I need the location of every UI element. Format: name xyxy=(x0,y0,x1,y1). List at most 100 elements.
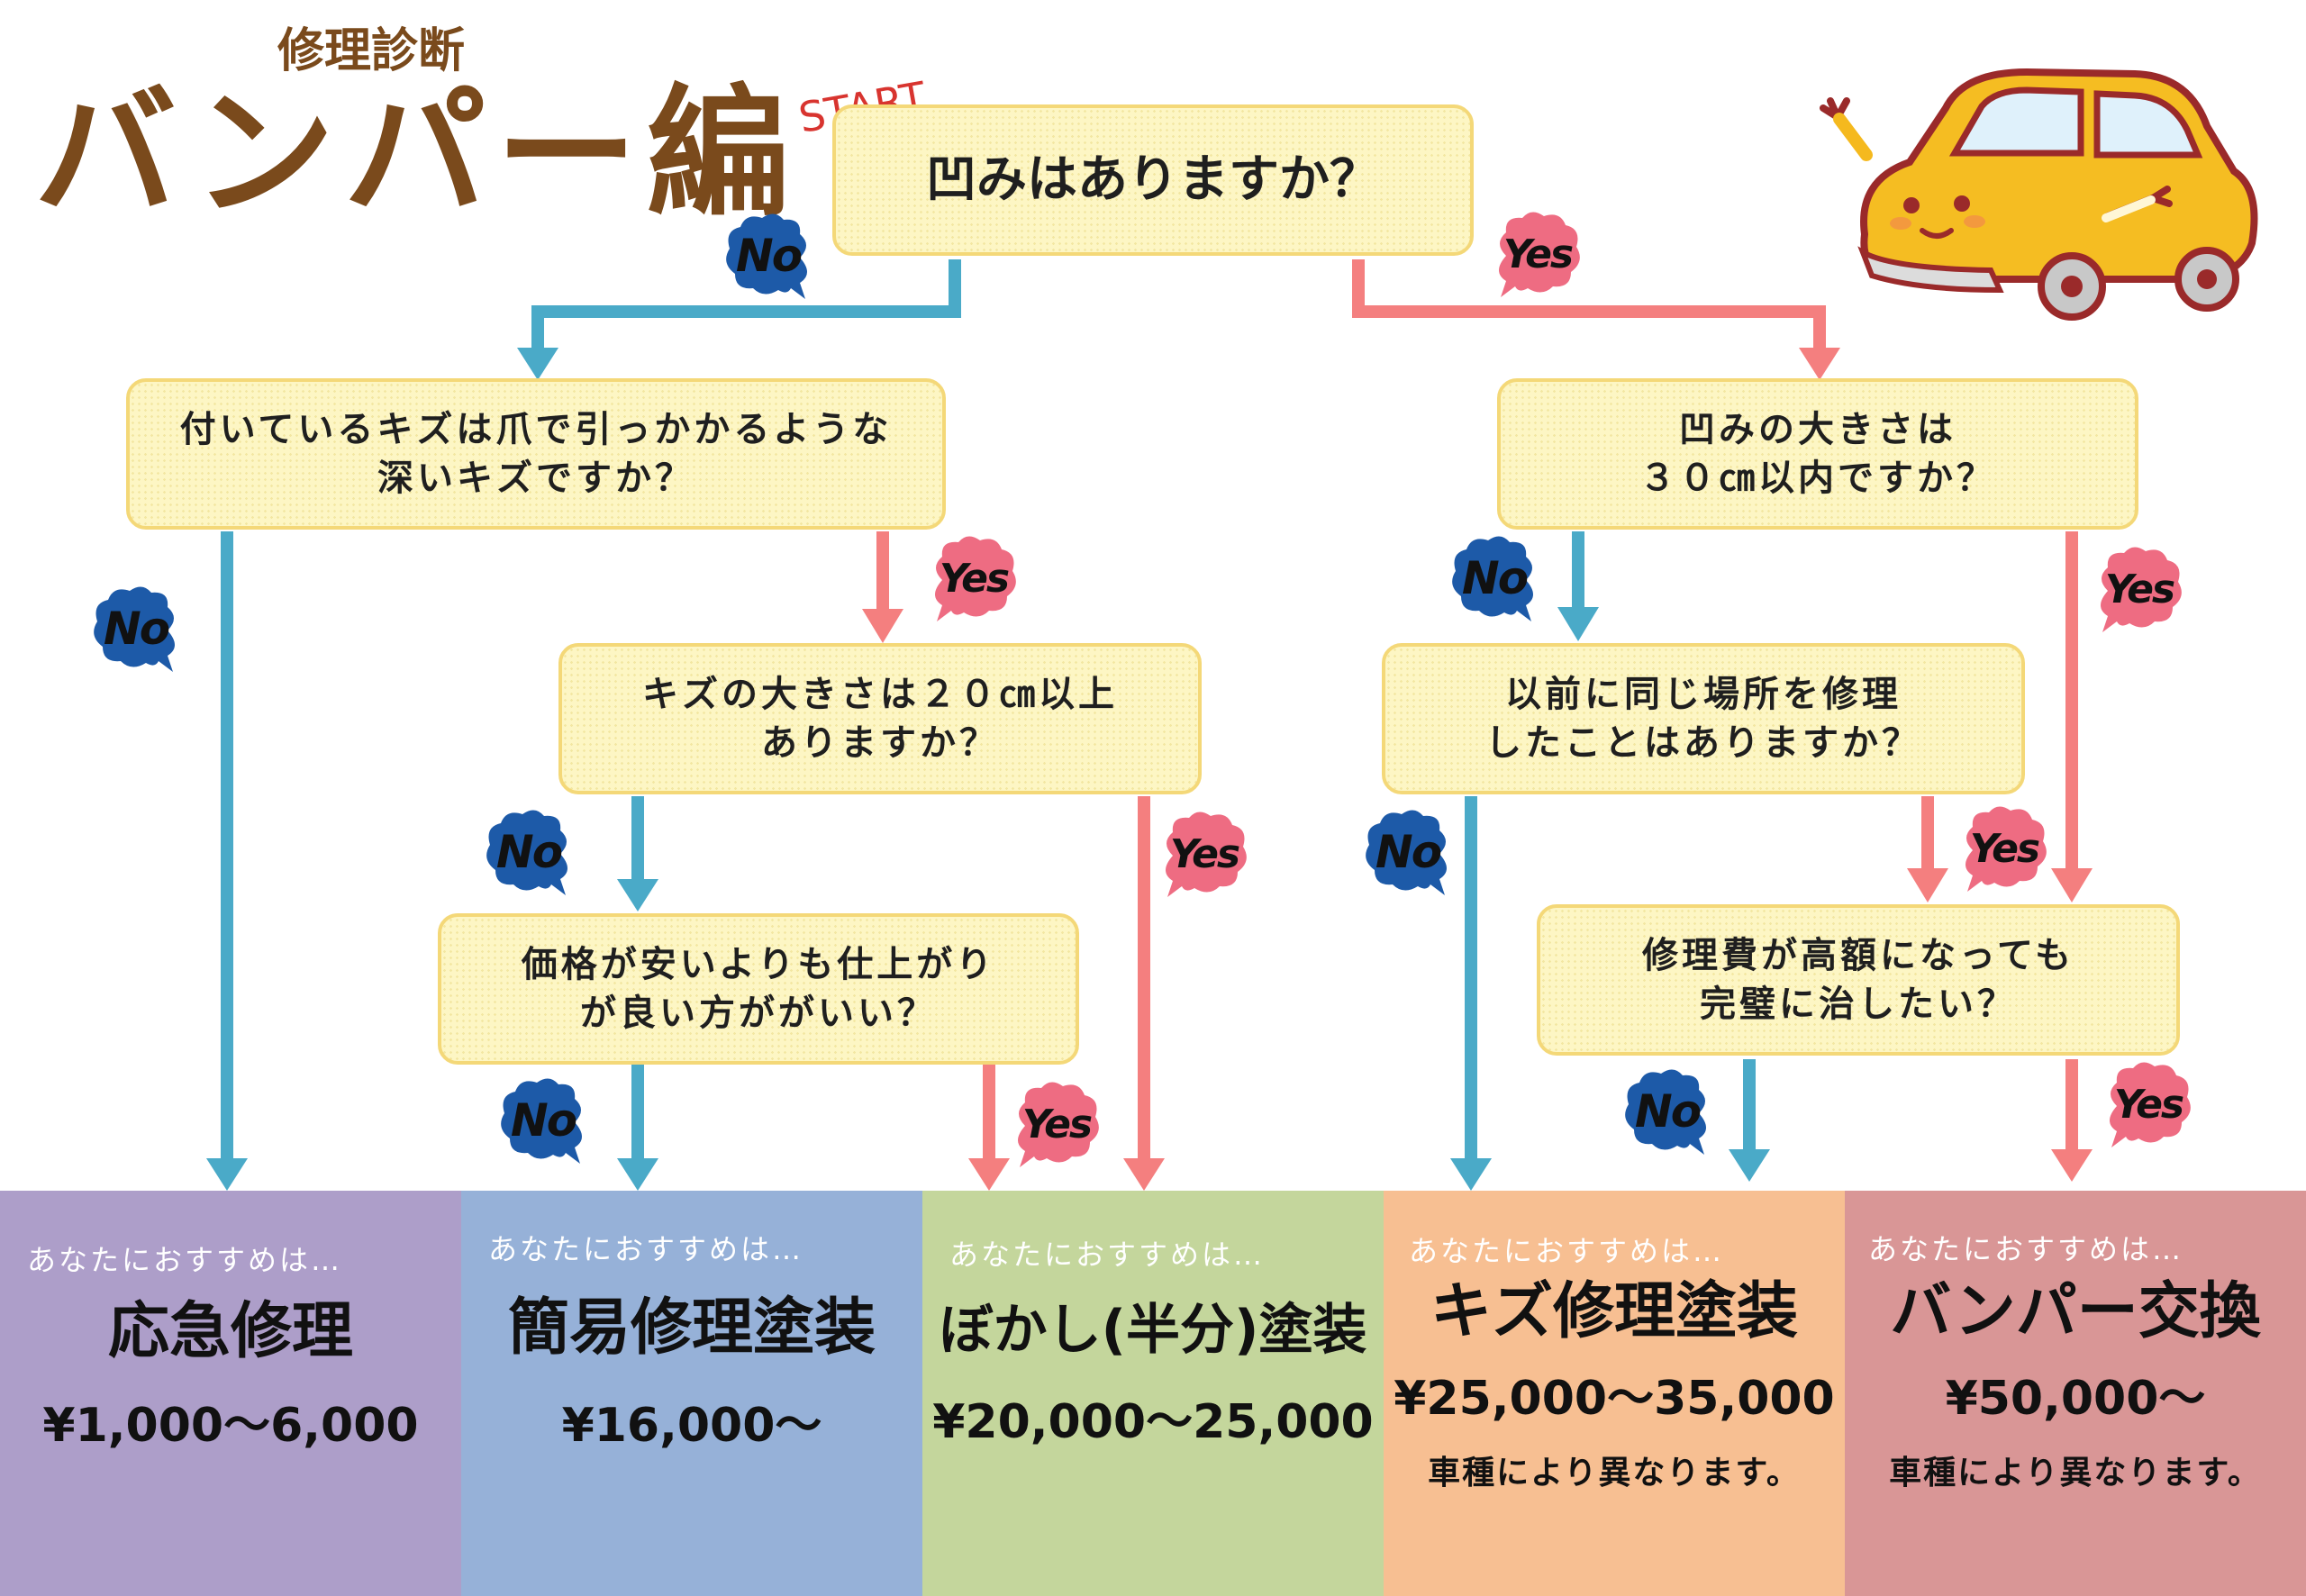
arrowhead-q2-no xyxy=(206,1158,248,1191)
arrowhead-q6-yes xyxy=(968,1158,1010,1191)
result-price: ¥50,000〜 xyxy=(1945,1372,2206,1426)
speech-cloud-icon xyxy=(935,536,1016,621)
question-perfect-repair: 修理費が高額になっても 完璧に治したい？ xyxy=(1537,904,2180,1056)
arrowhead-q4-no xyxy=(617,879,658,911)
question-deep-scratch: 付いているキズは爪で引っかかるような 深いキズですか？ xyxy=(126,378,946,530)
result-service-name: キズ修理塗装 xyxy=(1430,1276,1798,1347)
question-text-line1: 修理費が高額になっても xyxy=(1642,935,2074,976)
answer-label: Yes xyxy=(1969,825,2040,872)
result-note: 車種により異なります。 xyxy=(1889,1455,2262,1492)
question-text-line1: 価格が安いよりも仕上がり xyxy=(521,944,996,985)
question-text-line2: 完璧に治したい？ xyxy=(1700,984,2017,1025)
speech-cloud-icon xyxy=(1366,810,1447,895)
arrow-q1-yes xyxy=(1352,259,1826,353)
result-note: 車種により異なります。 xyxy=(1428,1455,1801,1492)
speech-cloud-icon xyxy=(1018,1082,1099,1167)
speech-cloud-icon xyxy=(94,586,175,672)
arrowhead-q6-no xyxy=(617,1158,658,1191)
result-recommend-label: あなたにおすすめは… xyxy=(1868,1232,2184,1266)
answer-badge-q4-yes: Yes xyxy=(1155,809,1254,899)
arrow-q1-no xyxy=(531,259,961,353)
answer-badge-q2-no: No xyxy=(86,584,186,674)
answer-label: No xyxy=(103,603,170,655)
answer-badge-q5-yes: Yes xyxy=(1955,803,2054,893)
arrowhead-q5-no xyxy=(1450,1158,1492,1191)
result-service-name: ぼかし(半分)塗装 xyxy=(939,1299,1367,1362)
arrowhead-q2-yes xyxy=(862,609,903,643)
speech-cloud-icon xyxy=(2110,1062,2191,1147)
answer-badge-q7-no: No xyxy=(1618,1066,1717,1156)
answer-label: No xyxy=(510,1094,577,1147)
result-price: ¥1,000〜6,000 xyxy=(42,1399,419,1453)
answer-badge-q1-no: No xyxy=(719,211,818,301)
question-has-dent: 凹みはありますか？ xyxy=(832,104,1474,256)
question-text-line1: 以前に同じ場所を修理 xyxy=(1505,674,1902,715)
question-text-line2: したことはありますか？ xyxy=(1485,722,1921,764)
diagnosis-subtitle: 修理診断 xyxy=(277,24,466,78)
answer-badge-q7-yes: Yes xyxy=(2099,1059,2198,1149)
speech-cloud-icon xyxy=(486,810,567,895)
result-price: ¥16,000〜 xyxy=(561,1399,822,1453)
answer-label: Yes xyxy=(2113,1081,2184,1128)
arrowhead-q7-no xyxy=(1729,1149,1770,1182)
result-blend-paint: あなたにおすすめは… ぼかし(半分)塗装 ¥20,000〜25,000 xyxy=(922,1191,1384,1596)
result-recommend-label: あなたにおすすめは… xyxy=(1409,1234,1725,1268)
result-recommend-label: あなたにおすすめは… xyxy=(949,1238,1266,1272)
answer-label: Yes xyxy=(1169,830,1240,877)
question-text-line2: 深いキズですか？ xyxy=(377,458,695,499)
result-scratch-repaint: あなたにおすすめは… キズ修理塗装 ¥25,000〜35,000 車種により異な… xyxy=(1384,1191,1845,1596)
question-text-line2: ありますか？ xyxy=(761,722,999,764)
answer-label: Yes xyxy=(1503,231,1574,277)
speech-cloud-icon xyxy=(1166,812,1247,897)
arrowhead-q3-yes xyxy=(2051,868,2093,902)
answer-label: Yes xyxy=(939,555,1010,602)
answer-label: Yes xyxy=(1021,1101,1093,1147)
speech-cloud-icon xyxy=(1499,212,1580,297)
question-text-line1: 凹みの大きさは xyxy=(1679,409,1956,450)
question-scratch-size: キズの大きさは２０㎝以上 ありますか？ xyxy=(558,643,1202,794)
question-text-line2: ３０㎝以内ですか？ xyxy=(1639,458,1996,499)
speech-cloud-icon xyxy=(1452,536,1533,621)
question-text-line1: 付いているキズは爪で引っかかるような xyxy=(179,409,893,450)
result-simple-repaint: あなたにおすすめは… 簡易修理塗装 ¥16,000〜 xyxy=(461,1191,922,1596)
arrowhead-q7-yes xyxy=(2051,1149,2093,1182)
speech-cloud-icon xyxy=(2101,547,2182,632)
answer-label: No xyxy=(1461,552,1529,604)
answer-badge-q4-no: No xyxy=(479,807,578,897)
speech-cloud-icon xyxy=(1966,806,2047,892)
question-repaired-before: 以前に同じ場所を修理 したことはありますか？ xyxy=(1382,643,2025,794)
page-title: バンパー編 xyxy=(34,71,798,237)
speech-cloud-icon xyxy=(501,1078,582,1164)
result-price: ¥25,000〜35,000 xyxy=(1394,1372,1835,1426)
answer-label: No xyxy=(735,230,803,282)
question-finish-over-price: 価格が安いよりも仕上がり が良い方ががいい？ xyxy=(438,913,1079,1065)
question-text: 凹みはありますか？ xyxy=(926,150,1380,210)
answer-badge-q6-no: No xyxy=(494,1075,593,1165)
arrowhead-q5-yes xyxy=(1907,868,1948,902)
answer-label: No xyxy=(1375,826,1442,878)
arrowhead-q1-no xyxy=(517,348,558,380)
result-recommend-label: あなたにおすすめは… xyxy=(488,1232,804,1266)
result-service-name: 応急修理 xyxy=(107,1296,353,1367)
speech-cloud-icon xyxy=(1625,1069,1706,1155)
answer-label: Yes xyxy=(2104,566,2175,612)
result-price: ¥20,000〜25,000 xyxy=(932,1395,1374,1449)
answer-label: No xyxy=(1634,1085,1702,1138)
answer-label: No xyxy=(495,826,563,878)
question-dent-size: 凹みの大きさは ３０㎝以内ですか？ xyxy=(1497,378,2138,530)
result-service-name: バンパー交換 xyxy=(1890,1276,2261,1347)
arrowhead-q4-yes xyxy=(1123,1158,1165,1191)
answer-badge-q1-yes: Yes xyxy=(1488,209,1587,299)
question-text-line2: が良い方ががいい？ xyxy=(580,993,937,1034)
question-text-line1: キズの大きさは２０㎝以上 xyxy=(642,674,1118,715)
result-emergency-repair: あなたにおすすめは… 応急修理 ¥1,000〜6,000 xyxy=(0,1191,461,1596)
arrowhead-q1-yes xyxy=(1799,348,1840,380)
result-recommend-label: あなたにおすすめは… xyxy=(27,1243,343,1277)
answer-badge-q3-yes: Yes xyxy=(2090,544,2189,634)
arrowhead-q3-no xyxy=(1557,607,1599,641)
answer-badge-q6-yes: Yes xyxy=(1007,1079,1106,1169)
answer-badge-q5-no: No xyxy=(1358,807,1457,897)
answer-badge-q3-no: No xyxy=(1445,533,1544,623)
answer-badge-q2-yes: Yes xyxy=(924,533,1023,623)
